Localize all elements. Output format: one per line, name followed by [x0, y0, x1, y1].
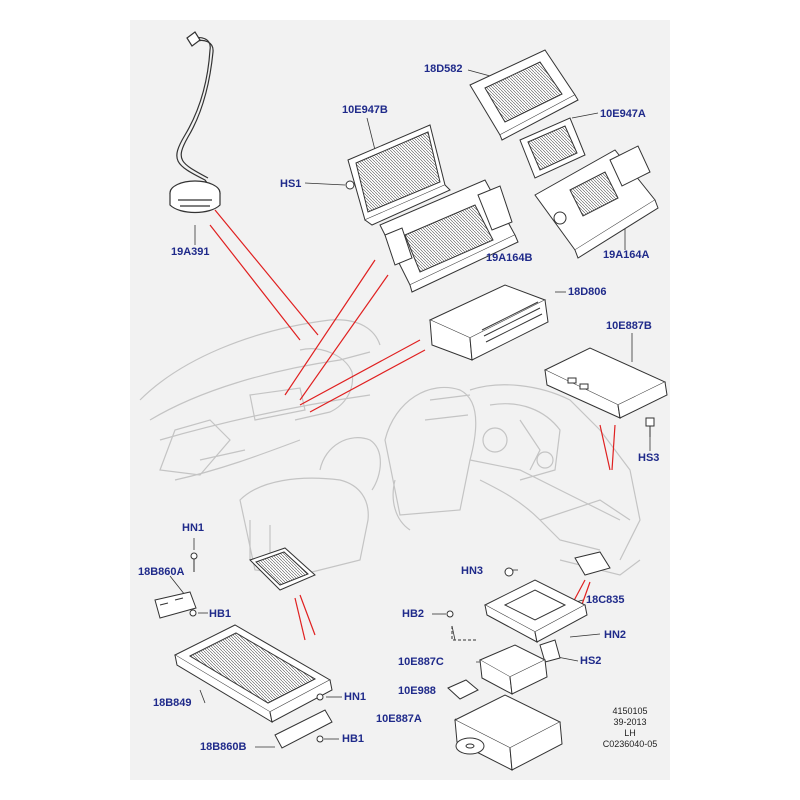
- callout-HB1-top: HB1: [209, 608, 232, 620]
- footer-line-4: C0236040-05: [602, 739, 658, 749]
- callout-HS1: HS1: [280, 178, 302, 190]
- part-10E887C-module: [478, 644, 548, 695]
- callout-HS2: HS2: [580, 655, 602, 667]
- callout-10E887C: 10E887C: [398, 656, 444, 668]
- callout-18C835: 18C835: [586, 594, 625, 606]
- part-19A391-cable: [169, 31, 221, 214]
- part-10E887B-module: [543, 347, 668, 419]
- part-18D582-bezel: [469, 49, 579, 141]
- part-10E988-card: [447, 679, 479, 700]
- part-10E887A-disc-drive: [453, 694, 563, 771]
- callout-18B860B: 18B860B: [200, 741, 247, 753]
- callout-19A164B: 19A164B: [486, 252, 533, 264]
- part-10E947B-display: [345, 124, 451, 226]
- callout-HN1-top: HN1: [182, 522, 205, 534]
- callout-10E887B: 10E887B: [606, 320, 652, 332]
- callout-HN1-bottom: HN1: [344, 691, 367, 703]
- callout-19A164A: 19A164A: [603, 249, 650, 261]
- callout-HB1-bottom: HB1: [342, 733, 365, 745]
- callout-10E887A: 10E887A: [376, 713, 422, 725]
- callout-HB2: HB2: [402, 608, 425, 620]
- part-HB2-bolt: [446, 610, 478, 641]
- callout-18D582: 18D582: [424, 63, 463, 75]
- part-10E947A-screen: [519, 117, 586, 179]
- callout-10E947B: 10E947B: [342, 104, 388, 116]
- callout-HN2: HN2: [604, 629, 627, 641]
- vehicle-interior-ghost: [139, 319, 641, 576]
- callout-HN3: HN3: [461, 565, 484, 577]
- part-seat-amplifier: [249, 547, 316, 591]
- footer-line-3: LH: [624, 728, 636, 738]
- part-19A164A-control-panel: [534, 145, 659, 259]
- part-18B849-amplifier: [173, 624, 333, 724]
- callout-10E947A: 10E947A: [600, 108, 646, 120]
- callout-18B860A: 18B860A: [138, 566, 185, 578]
- callout-HS3: HS3: [638, 452, 660, 464]
- part-18D806-media-unit: [428, 284, 549, 361]
- part-18B860A-bracket: [154, 552, 198, 619]
- part-18B860B-bracket: [274, 693, 333, 749]
- callout-19A391: 19A391: [171, 246, 210, 258]
- part-19A164B-head-unit: [379, 179, 519, 293]
- callout-18D806: 18D806: [568, 286, 607, 298]
- footer-reference: 4150105 39-2013 LH C0236040-05: [590, 706, 670, 750]
- callout-18B849: 18B849: [153, 697, 192, 709]
- callout-10E988: 10E988: [398, 685, 436, 697]
- part-18C835-bracket: [483, 551, 611, 663]
- footer-line-1: 4150105: [612, 706, 648, 716]
- footer-line-2: 39-2013: [613, 717, 647, 727]
- part-HS3-screw: [645, 417, 655, 437]
